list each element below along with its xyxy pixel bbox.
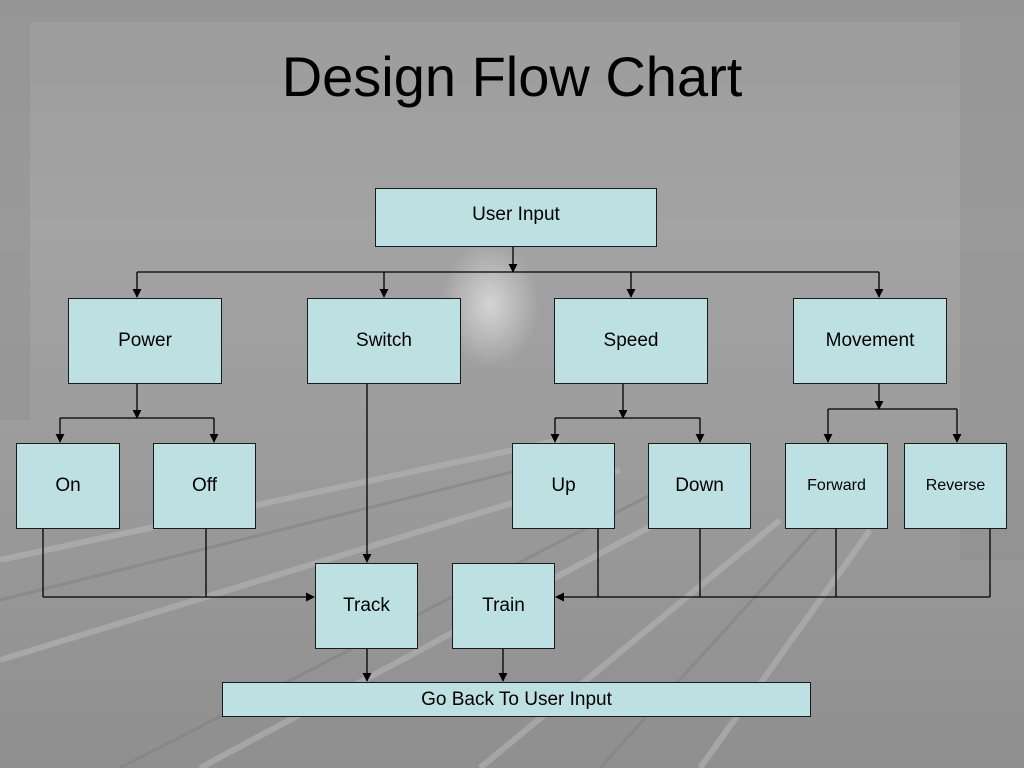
- node-train-label: Train: [482, 595, 525, 616]
- node-forward: Forward: [785, 443, 888, 529]
- node-user-input-label: User Input: [472, 204, 560, 225]
- node-go-back: Go Back To User Input: [222, 682, 811, 717]
- node-power: Power: [68, 298, 222, 384]
- page-title: Design Flow Chart: [281, 45, 743, 108]
- node-switch-label: Switch: [356, 330, 412, 351]
- node-up-label: Up: [551, 475, 576, 496]
- node-speed: Speed: [554, 298, 708, 384]
- node-reverse-label: Reverse: [925, 477, 986, 494]
- node-track: Track: [315, 563, 418, 649]
- node-speed-label: Speed: [603, 330, 659, 351]
- node-up: Up: [512, 443, 615, 529]
- node-forward-label: Forward: [807, 477, 866, 494]
- node-track-label: Track: [343, 595, 390, 616]
- node-down-label: Down: [675, 475, 724, 496]
- node-off-label: Off: [192, 475, 217, 496]
- node-off: Off: [153, 443, 256, 529]
- node-switch: Switch: [307, 298, 461, 384]
- node-down: Down: [648, 443, 751, 529]
- node-movement-label: Movement: [825, 330, 915, 351]
- node-on-label: On: [55, 475, 81, 496]
- node-go-back-label: Go Back To User Input: [421, 688, 612, 710]
- node-movement: Movement: [793, 298, 947, 384]
- node-train: Train: [452, 563, 555, 649]
- node-user-input: User Input: [375, 188, 657, 247]
- node-on: On: [16, 443, 120, 529]
- node-reverse: Reverse: [904, 443, 1007, 529]
- node-power-label: Power: [118, 330, 172, 351]
